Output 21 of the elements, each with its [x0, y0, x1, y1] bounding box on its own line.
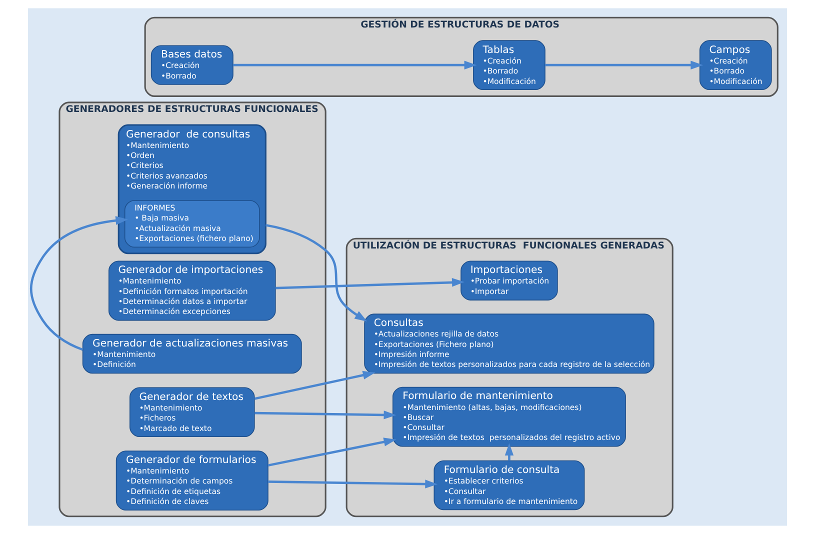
- node-box: Importaciones •Probar importación •Importar: [460, 260, 558, 300]
- arrow: [264, 224, 367, 322]
- arrow: [544, 60, 703, 70]
- node-box: Tablas •Creación •Borrado •Modificación: [472, 40, 545, 90]
- node-box: Generador de importaciones •Mantenimiento •Definición formatos importación •Determinación datos a importar •Determinación excepciones: [108, 260, 276, 321]
- node-box: Bases datos •Creación •Borrado: [150, 45, 233, 85]
- arrow: [274, 278, 464, 290]
- node-box: Formulario de mantenimiento •Mantenimiento (altas, bajas, modificaciones) •Buscar •Consultar •Impresión de textos personalizados del registro activo: [392, 386, 626, 447]
- node-box: Consultas •Actualizaciones rejilla de datos •Exportaciones (Fichero plano) •Impresión informe •Impresión de textos personalizados para cada registro de la selección: [364, 314, 654, 374]
- arrow: [254, 410, 396, 420]
- arrow: [232, 60, 476, 70]
- node-box: Generador de textos •Mantenimiento •Ficheros •Marcado de texto: [129, 387, 254, 438]
- node-box: Formulario de consulta •Establecer criterios •Consultar •Ir a formulario de mantenimiento: [433, 460, 584, 510]
- node-box: Generador de actualizaciones masivas •Mantenimiento •Definición: [82, 334, 302, 374]
- arrow: [267, 438, 396, 467]
- arrow: [268, 480, 438, 488]
- node-box: Campos •Creación •Borrado •Modificación: [698, 40, 772, 90]
- node-box: Generador de formularios •Mantenimiento •Determinación de campos •Definición de etiquetas •Definición de claves: [115, 450, 268, 511]
- node-box: INFORMES • Baja masiva •Actualización masiva •Exportaciones (fichero plano): [124, 200, 260, 248]
- arrow: [30, 216, 128, 351]
- arrow: [254, 370, 375, 400]
